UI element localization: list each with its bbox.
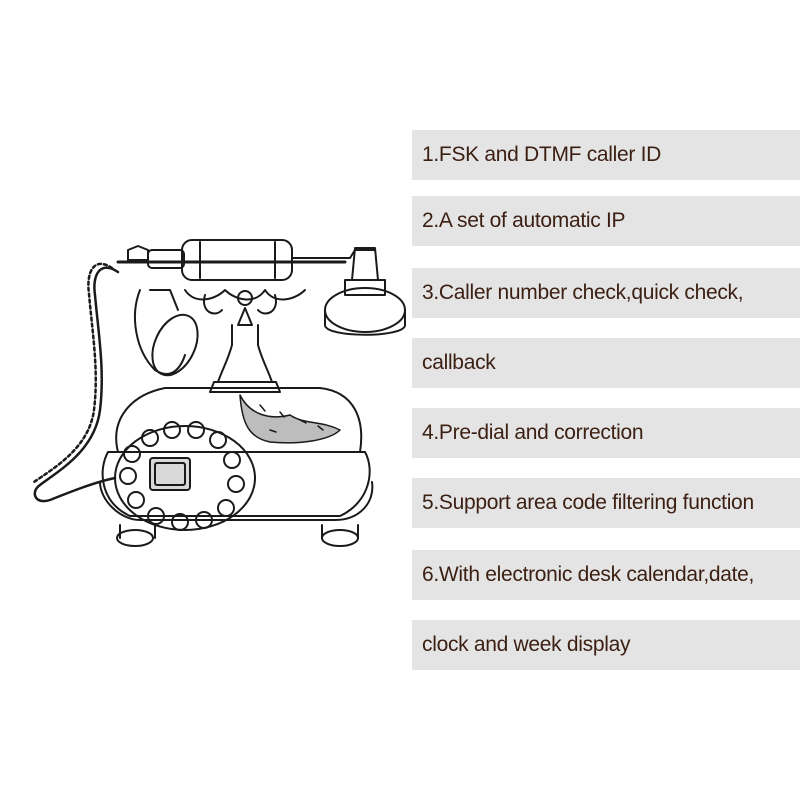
feature-label: 6.With electronic desk calendar,date, xyxy=(422,563,755,586)
feature-item: callback xyxy=(412,338,800,388)
feature-label: 1.FSK and DTMF caller ID xyxy=(422,143,662,166)
feature-label: clock and week display xyxy=(422,633,631,656)
feature-item: 2.A set of automatic IP xyxy=(412,196,800,246)
coiled-cord xyxy=(32,262,120,503)
feature-item: 3.Caller number check,quick check, xyxy=(412,268,800,318)
feature-list: 1.FSK and DTMF caller ID 2.A set of auto… xyxy=(412,0,800,800)
vintage-telephone-illustration xyxy=(0,220,410,580)
feature-item: 1.FSK and DTMF caller ID xyxy=(412,130,800,180)
feature-item: 5.Support area code filtering function xyxy=(412,478,800,528)
feature-label: 4.Pre-dial and correction xyxy=(422,421,644,444)
feature-item: 6.With electronic desk calendar,date, xyxy=(412,550,800,600)
feature-label: 5.Support area code filtering function xyxy=(422,491,754,514)
handset xyxy=(116,239,406,377)
feature-label: 2.A set of automatic IP xyxy=(422,209,626,232)
phone-base xyxy=(99,387,374,547)
feature-item: clock and week display xyxy=(412,620,800,670)
feature-item: 4.Pre-dial and correction xyxy=(412,408,800,458)
feature-label: 3.Caller number check,quick check, xyxy=(422,281,744,304)
dial-pad xyxy=(114,421,256,531)
cradle-ornament xyxy=(184,289,306,393)
feature-label: callback xyxy=(422,351,496,374)
